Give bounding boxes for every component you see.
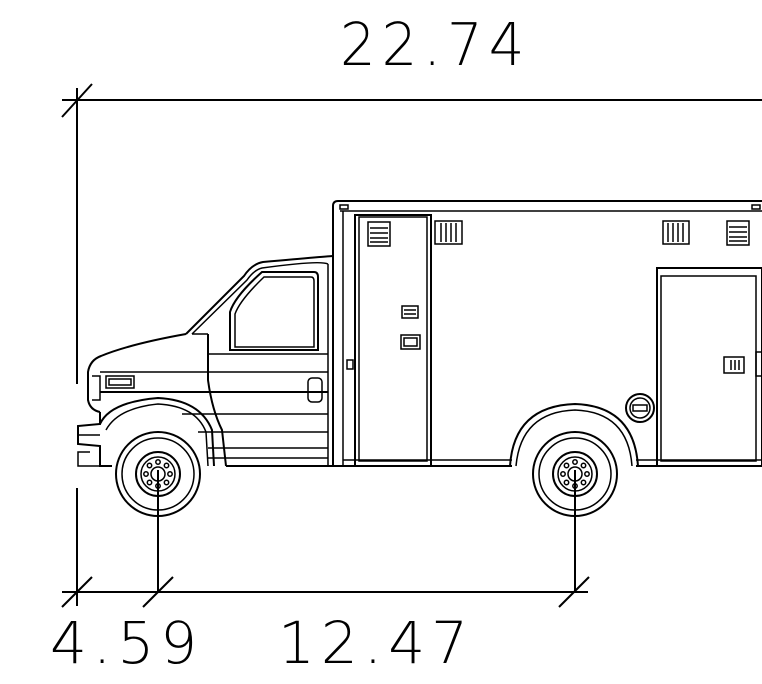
- overall-length-dimension-line: [61, 83, 762, 384]
- lug-nut: [146, 462, 153, 469]
- louver-vent-icon: [662, 220, 690, 245]
- louver-vent-icon: [726, 220, 750, 246]
- cab: [77, 254, 334, 467]
- door-handle-icon: [723, 356, 745, 374]
- lug-nut: [580, 479, 587, 486]
- lug-nut: [167, 471, 173, 477]
- lug-nut: [560, 471, 566, 477]
- door-handle-icon: [307, 377, 323, 403]
- rear-wheel: [532, 431, 618, 517]
- louver-vent-icon: [367, 221, 391, 247]
- lug-nut: [146, 479, 153, 486]
- front-wheel: [115, 431, 201, 517]
- front-overhang-label: 4.59: [50, 609, 204, 677]
- lug-nut: [572, 459, 578, 465]
- overall-length-label: 22.74: [340, 11, 531, 80]
- lug-nut: [563, 479, 570, 486]
- door-handle-icon: [400, 305, 421, 350]
- lug-nut: [163, 462, 170, 469]
- patient-compartment-box: [332, 200, 762, 467]
- front-bumper: [77, 412, 112, 467]
- lug-nut: [155, 459, 161, 465]
- lug-nut: [580, 462, 587, 469]
- headlight-icon: [105, 375, 135, 389]
- lug-nut: [155, 483, 161, 489]
- louver-vent-icon: [434, 220, 463, 245]
- wheelbase-label: 12.47: [278, 609, 475, 677]
- lug-nut: [563, 462, 570, 469]
- lug-nut: [143, 471, 149, 477]
- lug-nut: [584, 471, 590, 477]
- bottom-dimension-line: [61, 470, 590, 608]
- fuel-cap-icon: [625, 393, 655, 423]
- marker-light-icon: [346, 359, 354, 370]
- lug-nut: [163, 479, 170, 486]
- lug-nut: [572, 483, 578, 489]
